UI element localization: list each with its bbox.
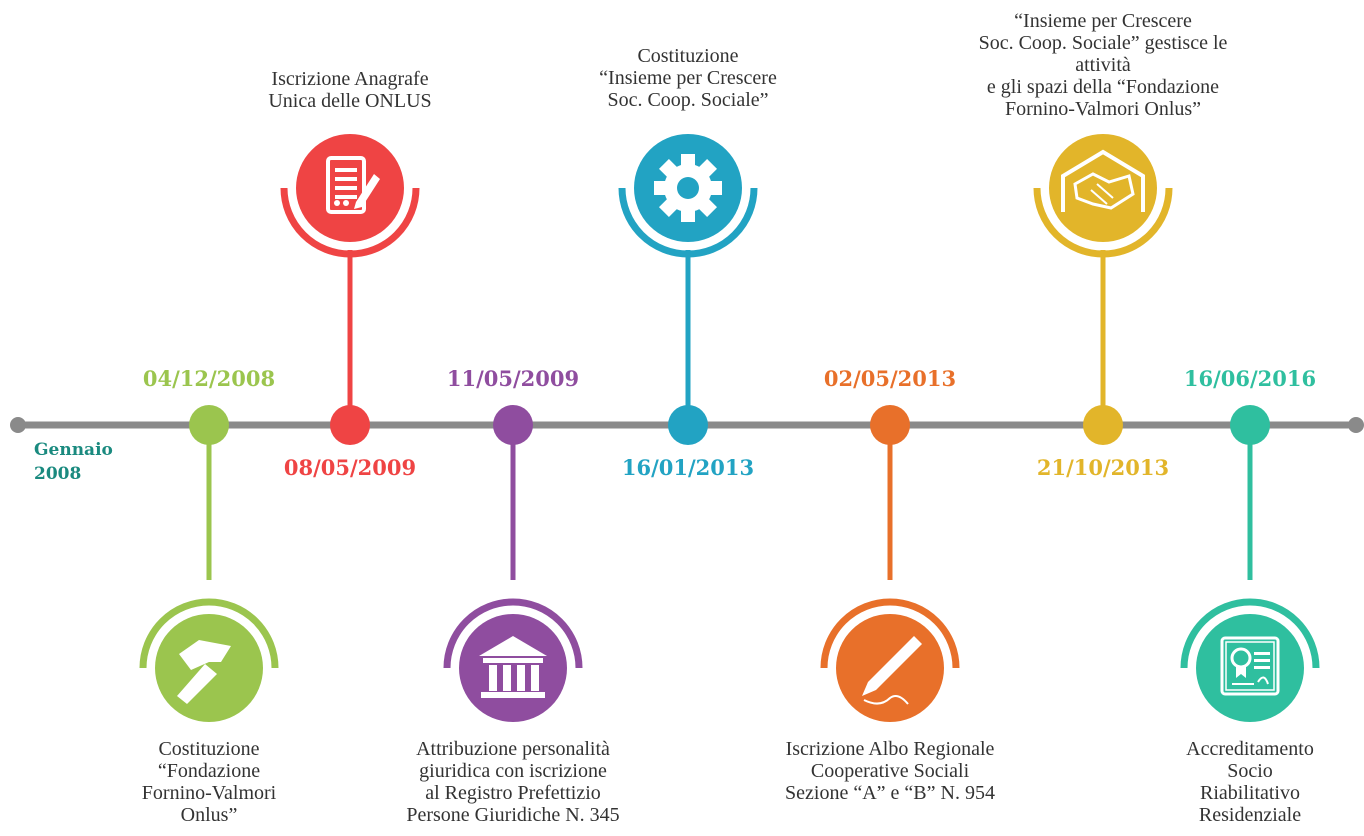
- event-arc: [1033, 187, 1173, 258]
- event-caption: Attribuzione personalità giuridica con i…: [406, 738, 620, 826]
- event-albo: [820, 405, 960, 722]
- document-edit-icon: [326, 156, 380, 214]
- timeline-start-dot: [10, 417, 26, 433]
- event-caption: Costituzione “Insieme per Crescere Soc. …: [599, 45, 777, 111]
- event-arc: [618, 187, 758, 258]
- event-dot: [668, 405, 708, 445]
- event-date: 16/06/2016: [1183, 366, 1317, 391]
- institution-icon: [479, 636, 547, 698]
- event-date: 11/05/2009: [446, 366, 580, 391]
- event-caption: Iscrizione Anagrafe Unica delle ONLUS: [268, 68, 432, 112]
- event-date: 16/01/2013: [621, 455, 755, 480]
- pen-icon: [862, 636, 922, 705]
- timeline-end-dot: [1348, 417, 1364, 433]
- event-arc: [820, 598, 960, 669]
- event-dot: [870, 405, 910, 445]
- certificate-icon: [1220, 636, 1280, 696]
- hammer-icon: [177, 640, 231, 704]
- event-anagrafe: [280, 134, 420, 445]
- event-gestione: [1033, 134, 1173, 445]
- event-personalita: [443, 405, 583, 722]
- event-caption: Iscrizione Albo Regionale Cooperative So…: [785, 738, 995, 804]
- event-cooperativa: [618, 134, 758, 445]
- event-fondazione: [139, 405, 279, 722]
- event-date: 08/05/2009: [283, 455, 417, 480]
- event-arc: [280, 187, 420, 258]
- event-accreditamento: [1180, 405, 1320, 722]
- handshake-icon: [1061, 149, 1145, 212]
- event-arc: [443, 598, 583, 669]
- event-caption: Accreditamento Socio Riabilitativo Resid…: [1186, 738, 1314, 826]
- event-dot: [330, 405, 370, 445]
- event-date: 04/12/2008: [142, 366, 276, 391]
- event-icon-circle: [459, 614, 567, 722]
- event-caption: Costituzione “Fondazione Fornino-Valmori…: [141, 738, 277, 826]
- event-icon-circle: [1196, 614, 1304, 722]
- event-dot: [1230, 405, 1270, 445]
- event-date: 21/10/2013: [1036, 455, 1170, 480]
- event-dot: [1083, 405, 1123, 445]
- event-arc: [1180, 598, 1320, 669]
- event-arc: [139, 598, 279, 669]
- event-caption: “Insieme per Crescere Soc. Coop. Sociale…: [978, 10, 1228, 120]
- gear-icon: [654, 154, 722, 222]
- event-dot: [493, 405, 533, 445]
- timeline-start-label: Gennaio 2008: [34, 440, 113, 484]
- event-date: 02/05/2013: [823, 366, 957, 391]
- event-dot: [189, 405, 229, 445]
